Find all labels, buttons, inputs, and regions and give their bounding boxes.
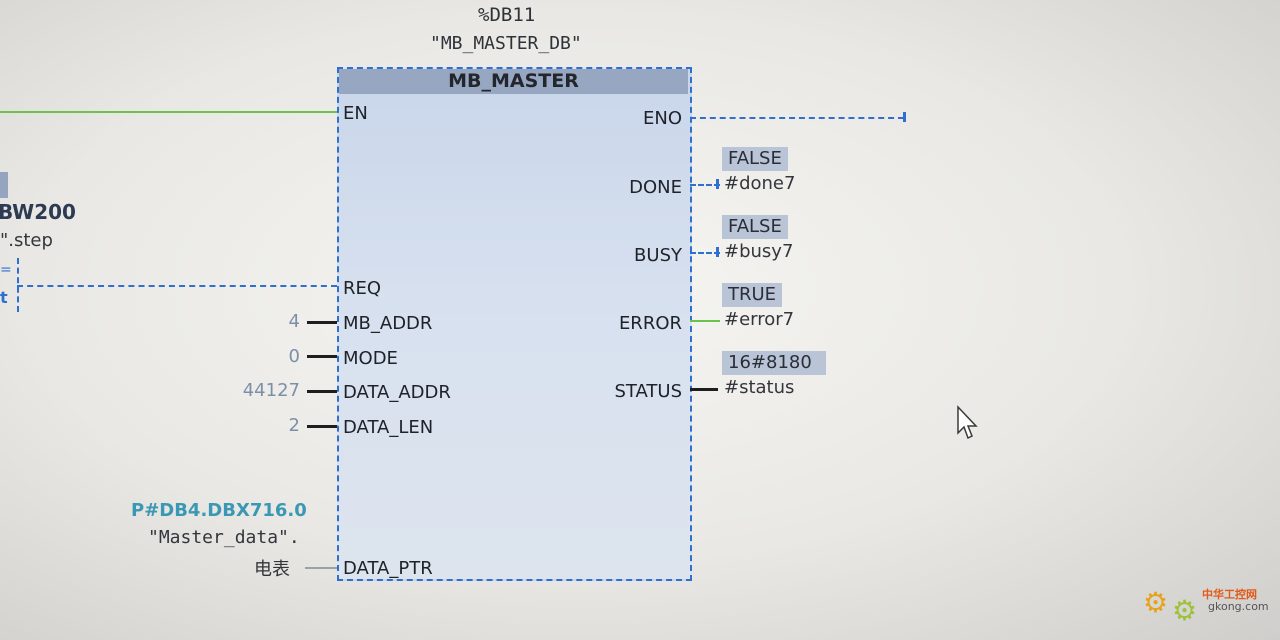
mb-addr-wire: [307, 321, 337, 324]
eno-wire-end: [903, 112, 906, 122]
data-ptr-member[interactable]: 电表: [254, 559, 290, 580]
data-ptr-wire: [305, 567, 337, 569]
data-ptr-address[interactable]: P#DB4.DBX716.0: [131, 500, 307, 521]
left-t-label: t: [0, 288, 8, 307]
pin-status[interactable]: STATUS: [614, 381, 682, 402]
pin-mb-addr[interactable]: MB_ADDR: [343, 313, 433, 334]
block-title: MB_MASTER: [339, 69, 688, 94]
busy-monitor-value: FALSE: [722, 215, 788, 239]
busy-variable[interactable]: #busy7: [724, 241, 794, 262]
instance-db-number: %DB11: [478, 4, 536, 26]
pin-data-len[interactable]: DATA_LEN: [343, 417, 434, 438]
error-monitor-value: TRUE: [722, 283, 783, 307]
pin-eno[interactable]: ENO: [642, 108, 682, 129]
done-wire-end: [716, 179, 719, 189]
left-partial-box: [0, 172, 8, 198]
gear-logo-icon-2: ⚙: [1172, 594, 1198, 627]
mode-wire: [307, 355, 337, 358]
status-variable[interactable]: #status: [724, 377, 795, 398]
instance-db-name[interactable]: "MB_MASTER_DB": [430, 33, 582, 54]
left-compare-symbol: =: [0, 262, 12, 278]
done-monitor-value: FALSE: [722, 147, 788, 171]
eno-wire: [690, 117, 904, 119]
left-partial-member: ".step: [0, 230, 53, 251]
const-mode[interactable]: 0: [288, 346, 300, 367]
const-data-addr[interactable]: 44127: [242, 380, 300, 401]
pin-en[interactable]: EN: [343, 103, 368, 124]
pin-busy[interactable]: BUSY: [634, 245, 682, 266]
pin-data-ptr[interactable]: DATA_PTR: [343, 558, 433, 579]
watermark-site: gkong.com: [1208, 600, 1269, 613]
done-wire: [690, 184, 720, 186]
pin-done[interactable]: DONE: [629, 177, 682, 198]
watermark-site-cn: 中华工控网: [1202, 588, 1257, 601]
status-monitor-value: 16#8180: [722, 351, 826, 375]
data-len-wire: [307, 425, 337, 428]
done-variable[interactable]: #done7: [724, 173, 796, 194]
pin-error[interactable]: ERROR: [618, 313, 682, 334]
gear-logo-icon: ⚙: [1143, 586, 1169, 619]
en-power-wire: [0, 111, 337, 113]
error-variable[interactable]: #error7: [724, 309, 795, 330]
left-partial-address: BW200: [0, 200, 76, 224]
const-data-len[interactable]: 2: [288, 415, 300, 436]
busy-wire-end: [716, 247, 719, 257]
mb-master-block[interactable]: [337, 67, 692, 581]
pin-data-addr[interactable]: DATA_ADDR: [343, 382, 451, 403]
const-mb-addr[interactable]: 4: [288, 311, 300, 332]
data-addr-wire: [307, 390, 337, 393]
error-wire: [690, 320, 720, 322]
data-ptr-db[interactable]: "Master_data".: [148, 527, 300, 548]
status-wire: [690, 388, 718, 391]
pin-mode[interactable]: MODE: [343, 348, 398, 369]
busy-wire: [690, 252, 720, 254]
req-wire: [17, 285, 337, 287]
pin-req[interactable]: REQ: [343, 278, 382, 299]
mouse-cursor-icon: [957, 405, 978, 440]
